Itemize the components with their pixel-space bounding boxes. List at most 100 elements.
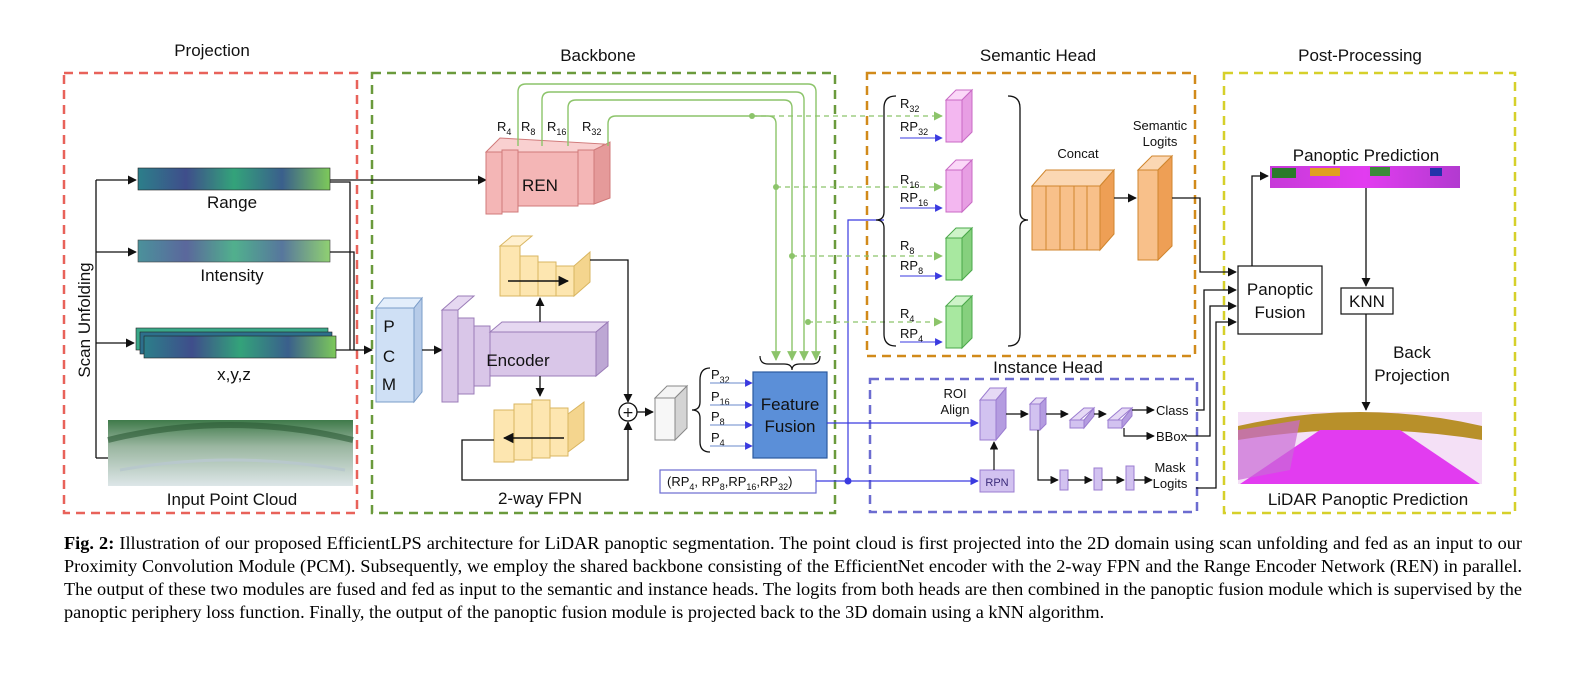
mask-head-blocks [1059, 465, 1135, 491]
lidar-panoptic-prediction-image [1238, 412, 1482, 484]
intensity-to-pcm-line [330, 251, 355, 350]
semantic-input-r32: R32 RP32 [900, 88, 974, 144]
pcm-label-m: M [382, 375, 396, 394]
encoder-label: Encoder [486, 351, 550, 370]
p-output-p32: P32 [710, 367, 753, 387]
section-title-semantic-head: Semantic Head [980, 46, 1096, 65]
figure-caption: Fig. 2: Illustration of our proposed Eff… [64, 532, 1522, 624]
svg-text:RP32: RP32 [900, 119, 928, 137]
fpn-label: 2-way FPN [498, 489, 582, 508]
semantic-logits-to-fusion [1172, 197, 1237, 277]
bbox-to-fusion [1186, 301, 1237, 437]
pcm-label-c: C [383, 347, 395, 366]
svg-text:P32: P32 [711, 367, 730, 385]
feature-fusion-label-1: Feature [761, 395, 820, 414]
knn-label: KNN [1349, 292, 1385, 311]
panoptic-fusion-block [1237, 265, 1323, 335]
caption-text: Illustration of our proposed EfficientLP… [64, 533, 1522, 622]
ren-label: REN [522, 176, 558, 195]
lidar-panoptic-prediction-label: LiDAR Panoptic Prediction [1268, 490, 1468, 509]
ren-tap-r16: R16 [547, 119, 566, 137]
rpn-block [979, 469, 1015, 493]
roi-fc-block [1028, 396, 1048, 432]
fusion-to-panoptic-prediction [1251, 171, 1269, 266]
panoptic-fusion-label-1: Panoptic [1247, 280, 1314, 299]
svg-text:R8: R8 [900, 238, 914, 256]
svg-text:P16: P16 [711, 389, 730, 407]
ren-to-semantic-dashed [752, 111, 943, 327]
semantic-input-r16: R16 RP16 [900, 158, 974, 214]
ren-to-fusion-lines [517, 83, 821, 361]
sum-symbol: + [622, 405, 634, 421]
rp-tuple-to-heads [816, 219, 884, 482]
xyz-image-stack [135, 327, 337, 359]
instance-head-box [868, 377, 1199, 514]
concat-block [1030, 168, 1116, 252]
panoptic-prediction-image [1270, 166, 1460, 188]
p-output-p16: P16 [710, 389, 753, 409]
semantic-input-r8: R8 RP8 [900, 226, 974, 282]
ren-block [484, 137, 611, 215]
p-output-p8: P8 [710, 409, 753, 429]
class-to-fusion [1196, 285, 1237, 411]
section-title-backbone: Backbone [560, 46, 636, 65]
svg-text:RP8: RP8 [900, 258, 923, 276]
input-point-cloud-label: Input Point Cloud [167, 490, 297, 509]
mask-logits-label-2: Logits [1153, 476, 1188, 491]
semantic-logits-label-2: Logits [1143, 134, 1178, 149]
roi-align-label-2: Align [941, 402, 970, 417]
svg-text:RP4: RP4 [900, 326, 923, 344]
panoptic-prediction-label: Panoptic Prediction [1293, 146, 1439, 165]
semantic-input-brace [875, 95, 897, 347]
architecture-diagram: Projection Backbone Semantic Head Post-P… [62, 41, 1517, 515]
svg-text:R32: R32 [900, 96, 919, 114]
back-projection-label-2: Projection [1374, 366, 1450, 385]
back-projection-label-1: Back [1393, 343, 1431, 362]
ren-tap-r4: R4 [497, 119, 511, 137]
semantic-outputs-brace [1007, 95, 1029, 347]
fusion-input-brace [759, 355, 821, 371]
rpn-label: RPN [985, 477, 1008, 489]
box-to-bbox-arrow [1123, 428, 1155, 441]
fpn-top-to-sum [590, 259, 633, 403]
xyz-label: x,y,z [217, 365, 251, 384]
svg-text:R16: R16 [900, 172, 919, 190]
feature-fusion-label-2: Fusion [764, 417, 815, 436]
section-title-projection: Projection [174, 41, 250, 60]
fc-to-mask-branch [1037, 430, 1059, 485]
p-output-p4: P4 [710, 430, 753, 450]
p-outputs-brace [691, 367, 711, 453]
bbox-label: BBox [1156, 429, 1188, 444]
mask-logits-label-1: Mask [1154, 460, 1186, 475]
tap-dots [749, 113, 811, 325]
box-head-fc1 [1068, 406, 1096, 430]
intensity-label: Intensity [200, 266, 264, 285]
semantic-input-r4: R4 RP4 [900, 294, 974, 350]
class-label: Class [1156, 403, 1189, 418]
svg-text:P4: P4 [711, 430, 725, 448]
semantic-logits-label-1: Semantic [1133, 118, 1188, 133]
rp-tuple-label: (RP4, RP8,RP16,RP32) [667, 474, 792, 492]
feature-fusion-block [752, 371, 828, 459]
svg-text:RP16: RP16 [900, 190, 928, 208]
pcm-block [374, 296, 424, 404]
box-head-fc2 [1106, 406, 1134, 430]
svg-text:R4: R4 [900, 306, 914, 324]
fpn-bottom-block [493, 399, 585, 463]
panoptic-fusion-label-2: Fusion [1254, 303, 1305, 322]
fpn-output-block [653, 384, 689, 442]
knn-block [1340, 287, 1394, 315]
scan-unfolding-label: Scan Unfolding [75, 262, 94, 377]
encoder-block [440, 295, 610, 403]
caption-label: Fig. 2: [64, 533, 115, 553]
backbone-box [370, 71, 837, 515]
section-title-instance-head: Instance Head [993, 358, 1103, 377]
post-processing-box [1222, 71, 1517, 515]
range-image [137, 167, 331, 191]
roi-align-label-1: ROI [943, 386, 966, 401]
semantic-logits-block [1136, 154, 1174, 262]
fpn-bottom-loop [461, 421, 633, 481]
section-title-post-processing: Post-Processing [1298, 46, 1422, 65]
mask-to-fusion [1196, 317, 1237, 489]
input-point-cloud-image [107, 420, 354, 486]
